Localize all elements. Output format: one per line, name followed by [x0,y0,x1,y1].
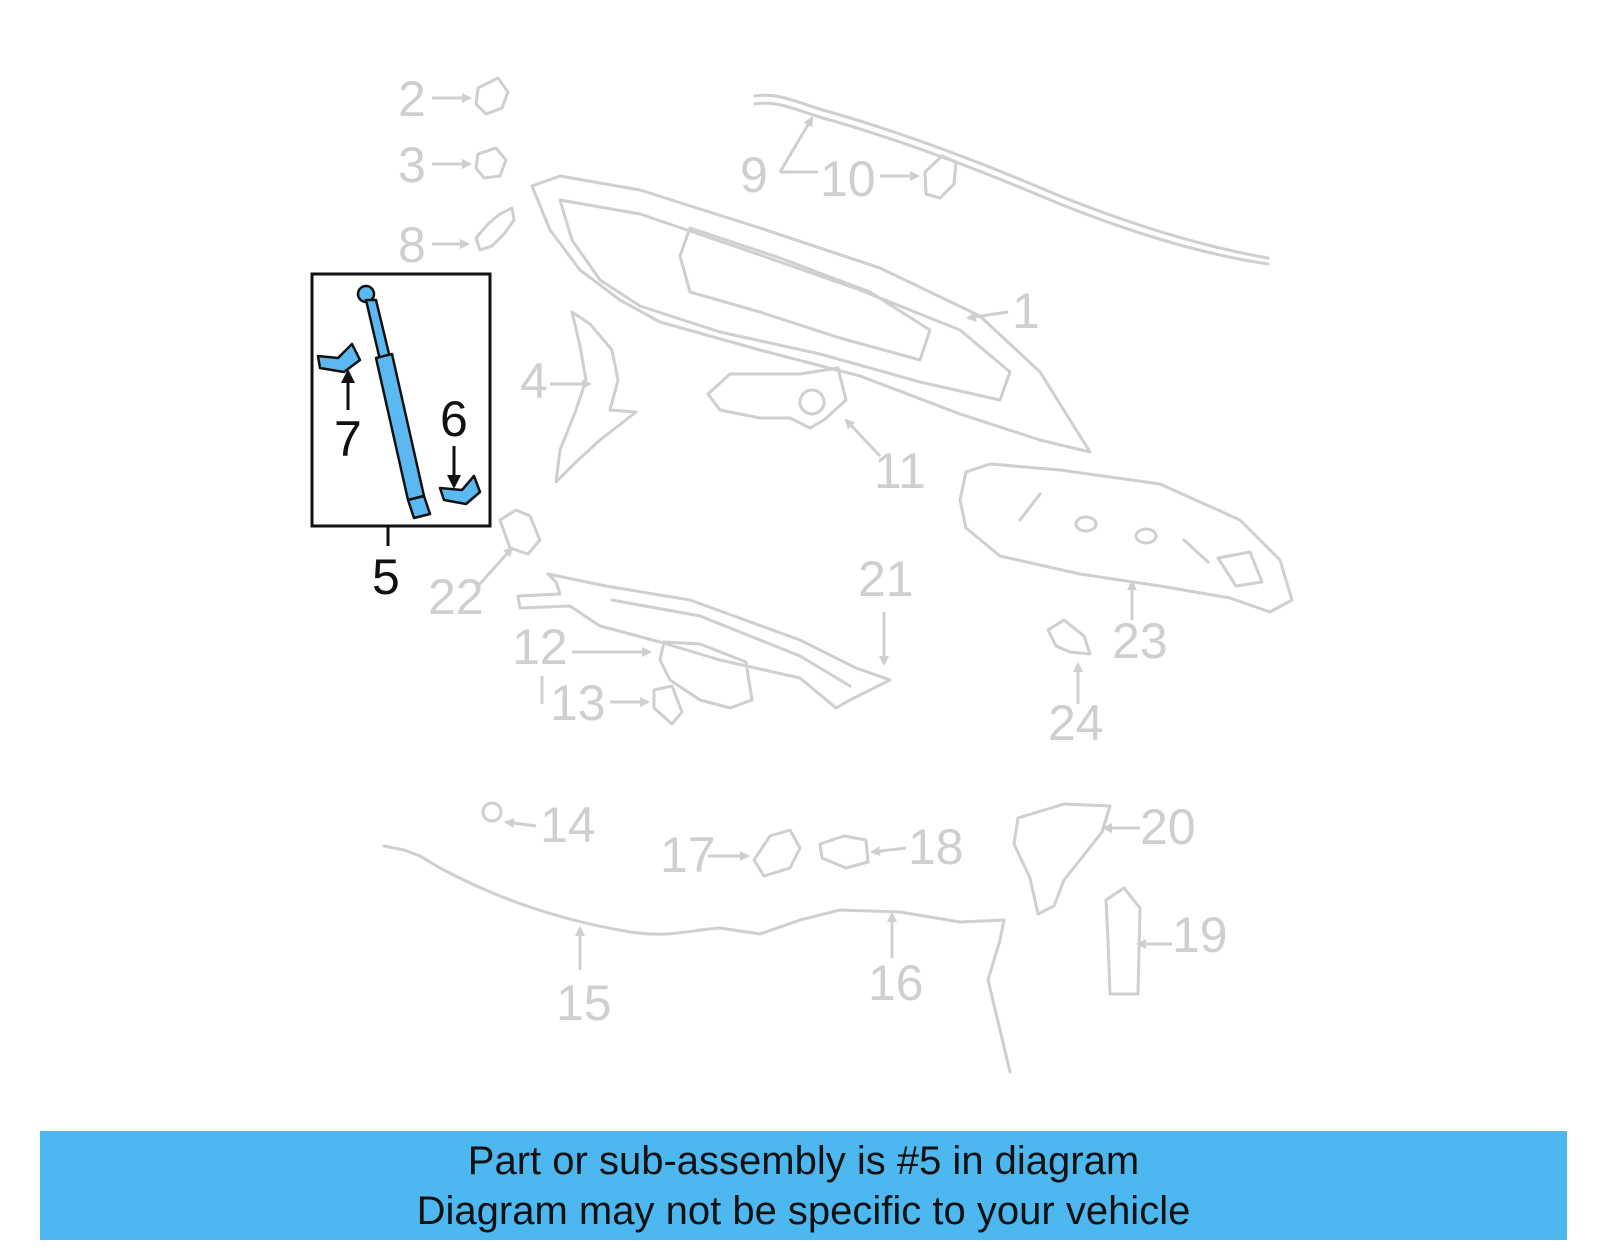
part-7-clip [316,342,362,374]
part-2-bumper: 2 [398,71,510,127]
label-19: 19 [1172,907,1228,963]
label-12: 12 [512,619,568,675]
part-15-release-cable: 15 [382,844,722,1031]
label-16: 16 [868,955,924,1011]
part-24-clip: 24 [1046,618,1104,751]
label-8: 8 [398,217,426,273]
label-3: 3 [398,137,426,193]
part-17-handle: 17 [660,827,802,883]
part-5-lift-support-highlight[interactable]: 7 6 5 [310,272,492,605]
label-23: 23 [1112,613,1168,669]
label-10: 10 [820,151,876,207]
label-11: 11 [874,443,926,499]
part-6-clip [438,474,482,506]
part-1-hood: 1 [530,174,1092,454]
label-24: 24 [1048,695,1104,751]
part-4-hinge: 4 [520,310,638,484]
banner-line-2: Diagram may not be specific to your vehi… [416,1189,1191,1233]
label-7: 7 [334,411,362,467]
part-20-bracket: 20 [1012,799,1196,916]
part-11-latch: 11 [706,366,926,499]
label-21: 21 [858,551,914,607]
label-4: 4 [520,353,548,409]
label-13: 13 [550,675,606,731]
part-12-latch-assembly: 12 [512,619,754,710]
part-21-support-panel: 21 [516,551,914,710]
parts-diagram: 2 3 8 9 10 1 4 [310,71,1294,1074]
part-19-bracket: 19 [1104,886,1228,996]
label-22: 22 [428,569,484,625]
label-6: 6 [440,391,468,447]
part-5-lift-support [356,284,432,520]
part-18-grommet: 18 [818,819,964,875]
part-13-bracket: 13 [550,675,684,731]
label-15: 15 [556,975,612,1031]
info-banner: Part or sub-assembly is #5 in diagram Di… [40,1131,1567,1240]
label-20: 20 [1140,799,1196,855]
part-9-hood-seal: 9 [740,93,1270,266]
part-3-bumper: 3 [398,137,508,193]
label-5: 5 [372,549,400,605]
label-2: 2 [398,71,426,127]
label-18: 18 [908,819,964,875]
label-14: 14 [540,797,596,853]
part-23-insulator: 23 [958,462,1294,669]
part-8-clip: 8 [398,206,516,273]
part-10-bumper: 10 [820,151,958,207]
banner-line-1: Part or sub-assembly is #5 in diagram [467,1139,1140,1183]
label-9: 9 [740,147,768,203]
label-17: 17 [660,827,716,883]
part-22-bumper: 22 [428,508,542,625]
part-16-release-cable: 16 [718,908,1012,1074]
part-14-grommet: 14 [481,797,596,853]
label-1: 1 [1012,283,1040,339]
